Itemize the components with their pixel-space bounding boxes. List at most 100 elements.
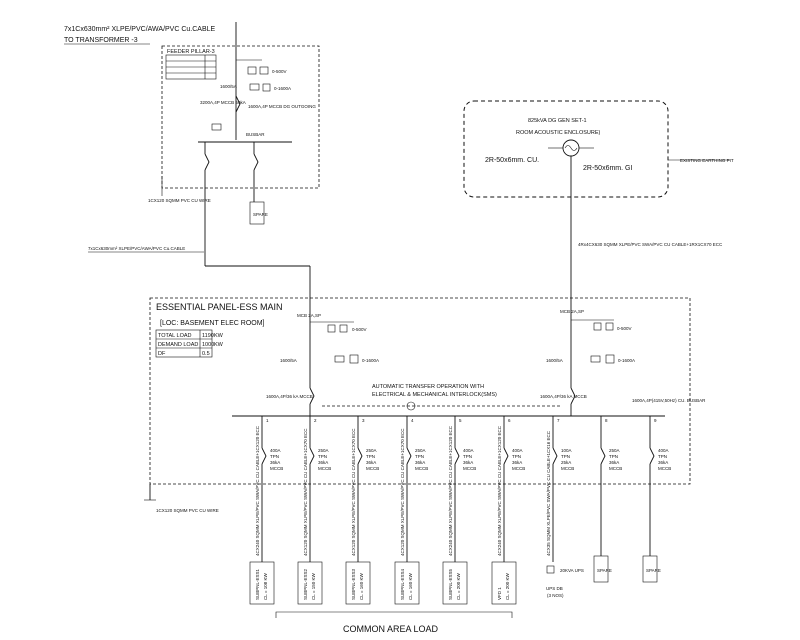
- earth-cable-top-1: 1CX120 SQMM PVC CU WIRE: [148, 198, 211, 203]
- ups-label-1: 20KVA UPS: [560, 568, 584, 573]
- feeder-7-breaker: [552, 447, 558, 465]
- common-area-bracket: [275, 611, 513, 618]
- feeder-3-load-box: [345, 561, 371, 605]
- feeder-9-breaker: [649, 447, 655, 465]
- ups-label-2: UPS DB: [546, 586, 563, 591]
- left-ct-ratio: 1600/5A: [280, 358, 297, 363]
- feeder-5-kw: CL = 200 KW: [456, 573, 461, 600]
- feeder-4-cable-label: 4CX120 SQMM XLPE/PVC SWA/PVC CU CABLE+1C…: [400, 428, 405, 556]
- fp-ct2-icon: [211, 123, 222, 131]
- fp-amp-range: 0-1600A: [274, 86, 291, 91]
- load-row-2-value: 1000: [202, 342, 214, 348]
- voltmeter-icon: [259, 66, 269, 75]
- dg-set: 825kVA DG GEN SET-1 ROOM ACOUSTIC ENCLOS…: [463, 100, 734, 312]
- right-voltmeter-selector: [593, 322, 602, 331]
- feeder-6-cable-label: 4CX240 SQMM XLPE/PVC SWA/PVC CU CABLE+1C…: [497, 425, 502, 556]
- feeder-4-load: SUBPNL-ESS4: [400, 568, 405, 600]
- load-row-1-value: 1190: [202, 333, 214, 339]
- feeder-pillar-3: FEEDER PILLAR-3 0-500V 0-1600A 1600/5A 3…: [161, 45, 320, 225]
- fp-dg-outgoing: 1600A,4P MCCB DG OUTGOING: [248, 104, 316, 109]
- transformer-cable-label: 7x1Cx630mm² XLPE/PVC/AWA/PVC Cu.CABLE: [64, 26, 216, 33]
- feeder-1-cable-label: 4CX240 SQMM XLPE/PVC SWA/PVC CU CABLE+1C…: [255, 425, 260, 556]
- load-row-1-unit: KW: [214, 333, 224, 339]
- feeder-2-breaker: [309, 447, 315, 465]
- feeder-9-number: 9: [654, 418, 657, 423]
- ats-note-1: AUTOMATIC TRANSFER OPERATION WITH: [372, 384, 484, 390]
- feeder-2-cable-label: 4CX120 SQMM XLPE/PVC SWA/PVC CU CABLE+1C…: [303, 428, 308, 556]
- earth-cable-bottom: 1CX120 SQMM PVC CU WIRE: [156, 508, 219, 513]
- feeder-9-spare-box: [642, 555, 658, 583]
- dg-side-note: EXISTING EARTHING PIT: [680, 158, 734, 163]
- left-ammeter-icon: [349, 354, 359, 364]
- feeder-5-number: 5: [459, 418, 462, 423]
- ups-label-3: (3 NOS): [547, 593, 564, 598]
- dg-earth-right: 2R-50x6mm. GI: [583, 165, 632, 172]
- load-row-3-value: 0.5: [202, 351, 210, 357]
- fp-mccb-note: 3200A,4P MCCB 50kA: [200, 100, 246, 105]
- feeder-1-breaker: [261, 447, 267, 465]
- right-ammeter-icon: [605, 354, 615, 364]
- mcb-right-label: MCB 2A,SP: [560, 309, 584, 314]
- dg-title: 825kVA DG GEN SET-1: [528, 118, 587, 124]
- busbar-note: 1600A,4P(415V,50Hz) CU. BUSBAR: [632, 398, 706, 403]
- feeder-1-load: SUBPNL-ESS1: [255, 568, 260, 600]
- feeder-6-kw: CL = 200 KW: [505, 573, 510, 600]
- fp-spare-box: [249, 201, 265, 225]
- feeder-6-load-box: [491, 561, 517, 605]
- feeder-3-kw: CL = 160 KW: [359, 573, 364, 600]
- dg-earth-left: 2R-50x6mm. CU.: [485, 157, 539, 164]
- feeder-1-kw: CL = 108 KW: [263, 573, 268, 600]
- load-table: [155, 329, 213, 358]
- feeder-5-load: SUBPNL-ESS5: [448, 568, 453, 600]
- fp-outgoing-breaker-1: [204, 153, 210, 171]
- interlock-icon: [406, 401, 416, 411]
- fp-main-breaker: [235, 95, 241, 113]
- ups-branch: 20KVA UPS UPS DB (3 NOS): [546, 565, 584, 598]
- feeder-8-breaker: [600, 447, 606, 465]
- left-voltmeter-selector: [327, 324, 336, 333]
- feeder-pillar-title: FEEDER PILLAR-3: [167, 49, 215, 55]
- feeder-1-load-box: [249, 561, 275, 605]
- panel-title: ESSENTIAL PANEL-ESS MAIN: [156, 302, 283, 312]
- feeder-2-kw: CL = 150 KW: [311, 573, 316, 600]
- feeder-5-load-box: [442, 561, 468, 605]
- right-incomer-breaker: [570, 387, 576, 405]
- panel-enclosure: [149, 297, 691, 485]
- feeder-9-load: SPARE: [646, 568, 661, 573]
- load-row-2-unit: KW: [214, 342, 224, 348]
- feeder-2-number: 2: [314, 418, 317, 423]
- left-incomer-label: 1600A,4P/36 kA MCCB: [266, 394, 313, 399]
- feeder-6-load: VFD 1: [497, 587, 502, 600]
- fp-spare-label: SPARE: [253, 212, 268, 217]
- dg-enclosure: [463, 100, 669, 198]
- ammeter-icon: [262, 83, 271, 92]
- left-incomer-breaker: [309, 387, 315, 405]
- feeder-7-number: 7: [557, 418, 560, 423]
- feeder-3-load: SUBPNL-ESS3: [351, 568, 356, 600]
- transformer-feed: 7x1Cx630mm² XLPE/PVC/AWA/PVC Cu.CABLE TO…: [64, 22, 237, 140]
- feeder-pillar-enclosure: [161, 45, 320, 189]
- feeder-2-load: SUBPNL-ESS2: [303, 568, 308, 600]
- feeder-4-number: 4: [411, 418, 414, 423]
- feeder-6-number: 6: [508, 418, 511, 423]
- fp-busbar-note: BUSBAR: [246, 132, 265, 137]
- feeder-8-number: 8: [605, 418, 608, 423]
- link-cable-label: 7x1Cx630mm² XLPE/PVC/AWA/PVC Cu.CABLE: [88, 246, 185, 251]
- mcb-left-label: MCB 2A,SP: [297, 313, 321, 318]
- dg-cable-label: 4Rx4CX630 SQMM XLPE/PVC SWA/PVC CU CABLE…: [578, 242, 723, 247]
- common-area-label: COMMON AREA LOAD: [343, 624, 439, 634]
- left-volt-range: 0-500V: [352, 327, 367, 332]
- dg-subtitle: ROOM ACOUSTIC ENCLOSURE): [516, 130, 601, 136]
- fp-ct-ratio: 1600/5A: [220, 84, 237, 89]
- feeder-8-spare-box: [593, 555, 609, 583]
- transformer-to-label: TO TRANSFORMER -3: [64, 37, 138, 44]
- ats-note-2: ELECTRICAL & MECHANICAL INTERLOCK(SMS): [372, 392, 497, 398]
- feeder-4-breaker: [406, 447, 412, 465]
